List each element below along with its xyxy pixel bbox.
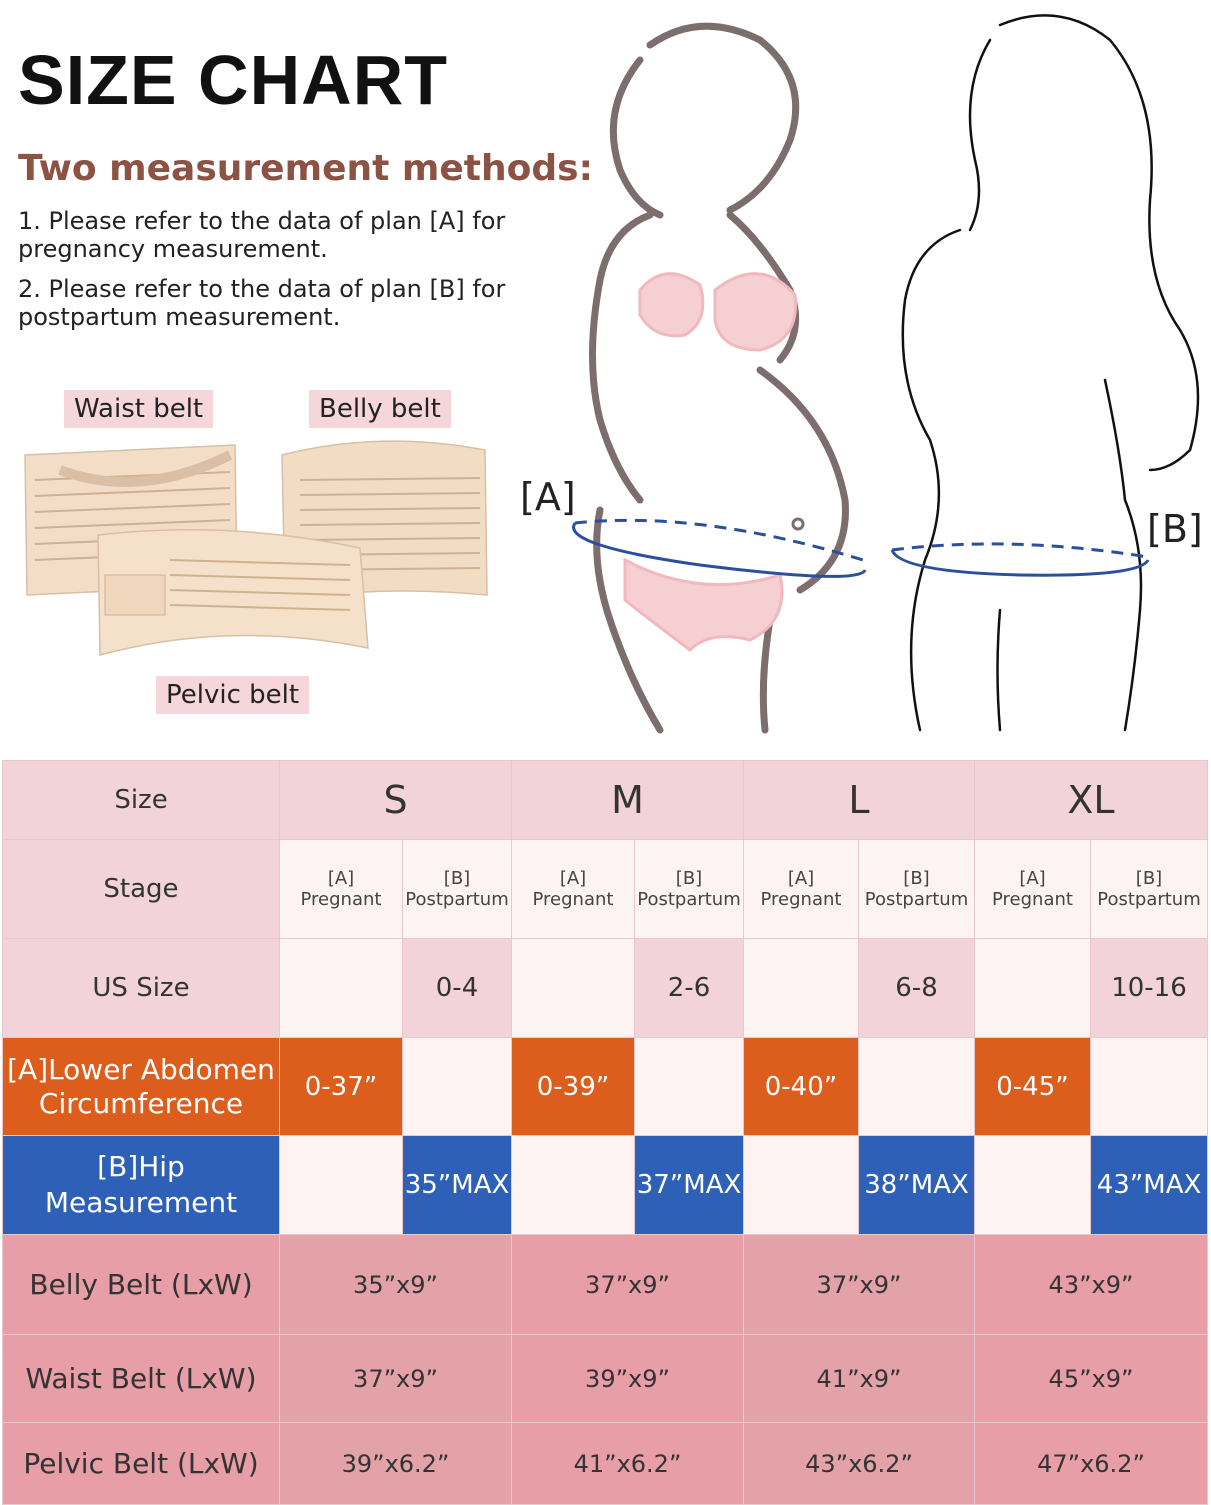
stage-l-pregnant: [A]Pregnant — [743, 839, 859, 939]
size-xl: XL — [974, 760, 1208, 840]
bra-shape — [638, 272, 798, 352]
us-size-xl: 10-16 — [1090, 938, 1208, 1038]
size-l: L — [743, 760, 975, 840]
waist-belt-xl: 45”x9” — [974, 1334, 1208, 1423]
size-table: Size S M L XL Stage [A]Pregnant [B]Postp… — [2, 760, 1208, 1505]
stage-row: Stage [A]Pregnant [B]Postpartum [A]Pregn… — [2, 839, 1208, 939]
stage-s-pregnant: [A]Pregnant — [279, 839, 403, 939]
instruction-2: 2. Please refer to the data of plan [B] … — [18, 275, 506, 331]
size-row: Size S M L XL — [2, 760, 1208, 840]
stage-label: Stage — [2, 839, 280, 939]
belly-belt-xl: 43”x9” — [974, 1234, 1208, 1335]
measure-line-b — [890, 542, 1150, 577]
stage-text: Pregnant — [532, 889, 614, 910]
stage-l-postpartum: [B]Postpartum — [858, 839, 975, 939]
empty-cell — [974, 938, 1091, 1038]
stage-text: Postpartum — [405, 889, 509, 910]
abdomen-xl: 0-45” — [974, 1037, 1091, 1136]
stage-s-postpartum: [B]Postpartum — [402, 839, 512, 939]
pelvic-belt-s: 39”x6.2” — [279, 1422, 512, 1505]
stage-code: [B] — [675, 868, 703, 889]
pelvic-belt-image — [97, 529, 369, 656]
page-title: SIZE CHART — [18, 41, 448, 119]
belly-belt-label: Belly belt — [309, 390, 451, 428]
hip-label: [B]Hip Measurement — [2, 1135, 280, 1235]
hip-xl: 43”MAX — [1090, 1135, 1208, 1235]
stage-text: Postpartum — [1097, 889, 1201, 910]
waist-belt-m: 39”x9” — [511, 1334, 744, 1423]
pelvic-belt-xl: 47”x6.2” — [974, 1422, 1208, 1505]
postpartum-figure-outline — [901, 14, 1200, 732]
stage-code: [A] — [559, 868, 587, 889]
navel-mark — [791, 517, 805, 531]
pelvic-belt-label: Pelvic belt — [156, 676, 310, 714]
stage-text: Postpartum — [864, 889, 969, 910]
empty-cell — [858, 1037, 975, 1136]
belly-belt-l: 37”x9” — [743, 1234, 975, 1335]
stage-m-pregnant: [A]Pregnant — [511, 839, 635, 939]
pelvic-belt-l: 43”x6.2” — [743, 1422, 975, 1505]
waist-belt-l: 41”x9” — [743, 1334, 975, 1423]
waist-belt-row: Waist Belt (LxW) 37”x9” 39”x9” 41”x9” 45… — [2, 1334, 1208, 1423]
abdomen-l: 0-40” — [743, 1037, 859, 1136]
hip-row: [B]Hip Measurement 35”MAX 37”MAX 38”MAX … — [2, 1135, 1208, 1235]
empty-cell — [974, 1135, 1091, 1235]
empty-cell — [511, 938, 635, 1038]
us-size-m: 2-6 — [634, 938, 744, 1038]
stage-code: [B] — [1135, 868, 1163, 889]
stage-xl-postpartum: [B]Postpartum — [1090, 839, 1208, 939]
measure-line-a — [572, 518, 867, 578]
empty-cell — [511, 1135, 635, 1235]
stage-code: [A] — [787, 868, 815, 889]
stage-text: Postpartum — [637, 889, 741, 910]
empty-cell — [743, 1135, 859, 1235]
waist-belt-s: 37”x9” — [279, 1334, 512, 1423]
hip-l: 38”MAX — [858, 1135, 975, 1235]
hip-s: 35”MAX — [402, 1135, 512, 1235]
hip-m: 37”MAX — [634, 1135, 744, 1235]
waist-belt-row-label: Waist Belt (LxW) — [2, 1334, 280, 1423]
belly-belt-row: Belly Belt (LxW) 35”x9” 37”x9” 37”x9” 43… — [2, 1234, 1208, 1335]
empty-cell — [634, 1037, 744, 1136]
pelvic-belt-row-label: Pelvic Belt (LxW) — [2, 1422, 280, 1505]
stage-code: [B] — [443, 868, 471, 889]
empty-cell — [279, 938, 403, 1038]
empty-cell — [279, 1135, 403, 1235]
us-size-row: US Size 0-4 2-6 6-8 10-16 — [2, 938, 1208, 1038]
illustration-area — [24, 14, 1200, 734]
subtitle: Two measurement methods: — [18, 148, 593, 189]
abdomen-row: [A]Lower Abdomen Circumference 0-37” 0-3… — [2, 1037, 1208, 1136]
marker-a: [A] — [520, 475, 576, 519]
us-size-s: 0-4 — [402, 938, 512, 1038]
empty-cell — [743, 938, 859, 1038]
stage-text: Pregnant — [760, 889, 842, 910]
waist-belt-label: Waist belt — [64, 390, 214, 428]
size-m: M — [511, 760, 744, 840]
size-s: S — [279, 760, 512, 840]
empty-cell — [402, 1037, 512, 1136]
size-label: Size — [2, 760, 280, 840]
stage-xl-pregnant: [A]Pregnant — [974, 839, 1091, 939]
underwear-shape — [623, 557, 784, 652]
stage-text: Pregnant — [992, 889, 1073, 910]
us-size-label: US Size — [2, 938, 280, 1038]
pelvic-belt-m: 41”x6.2” — [511, 1422, 744, 1505]
instruction-1: 1. Please refer to the data of plan [A] … — [18, 207, 506, 263]
stage-code: [A] — [1019, 868, 1046, 889]
belly-belt-row-label: Belly Belt (LxW) — [2, 1234, 280, 1335]
empty-cell — [1090, 1037, 1208, 1136]
belly-belt-m: 37”x9” — [511, 1234, 744, 1335]
abdomen-s: 0-37” — [279, 1037, 403, 1136]
stage-text: Pregnant — [300, 889, 382, 910]
stage-m-postpartum: [B]Postpartum — [634, 839, 744, 939]
abdomen-m: 0-39” — [511, 1037, 635, 1136]
stage-code: [B] — [903, 868, 930, 889]
stage-code: [A] — [327, 868, 355, 889]
belly-belt-s: 35”x9” — [279, 1234, 512, 1335]
abdomen-label: [A]Lower Abdomen Circumference — [2, 1037, 280, 1136]
us-size-l: 6-8 — [858, 938, 975, 1038]
pelvic-belt-row: Pelvic Belt (LxW) 39”x6.2” 41”x6.2” 43”x… — [2, 1422, 1208, 1505]
marker-b: [B] — [1147, 507, 1203, 551]
